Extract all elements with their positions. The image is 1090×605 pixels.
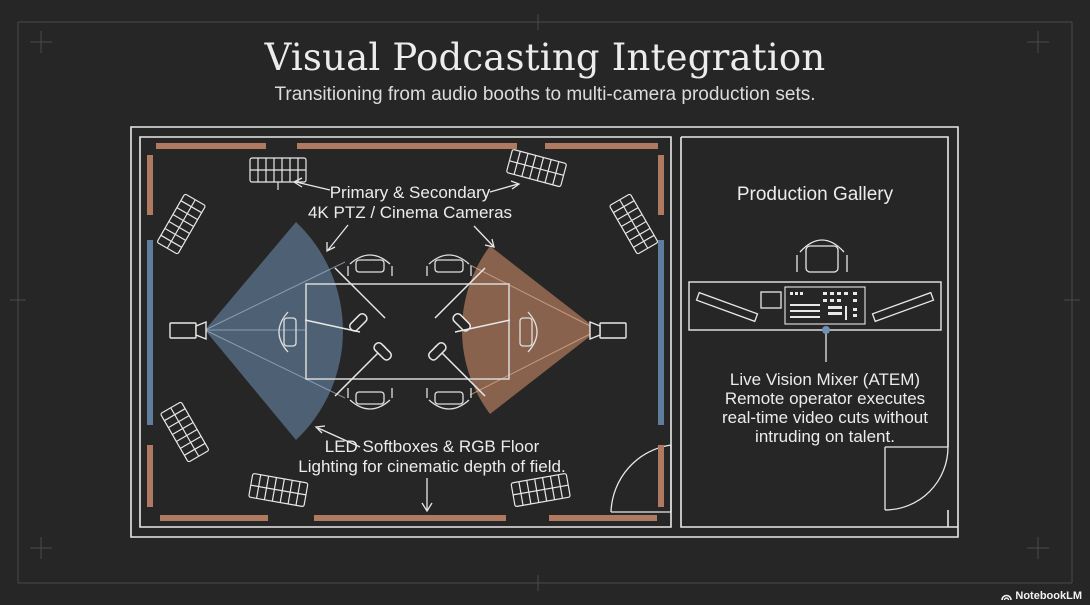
softbox-icon [157, 149, 658, 507]
mixer-label: Live Vision Mixer (ATEM) Remote operator… [700, 370, 950, 446]
mixer-console-icon [784, 286, 866, 325]
microphone-icon [304, 267, 511, 397]
left-camera-field-of-view [205, 222, 343, 440]
brand-name: NotebookLM [1015, 590, 1082, 602]
doors [610, 444, 949, 513]
page-subtitle: Transitioning from audio booths to multi… [274, 84, 816, 105]
mixer-label-line4: intruding on talent. [755, 427, 895, 446]
annotation-arrows [292, 177, 521, 513]
lighting-label-line2: Lighting for cinematic depth of field. [298, 457, 566, 476]
cameras-label-line1: Primary & Secondary [329, 183, 491, 202]
frame-guides [10, 14, 1080, 591]
acoustic-panels [147, 143, 664, 521]
mixer-label-line3: real-time video cuts without [722, 408, 928, 427]
camera-icon [589, 320, 627, 341]
mixer-label-line2: Remote operator executes [724, 389, 926, 408]
mixer-callout-dot [822, 326, 830, 334]
podcast-table [305, 283, 510, 380]
softbox-icon [249, 157, 307, 190]
page-title: Visual Podcasting Integration [264, 36, 826, 79]
brand-watermark: NotebookLM [1001, 590, 1082, 602]
cameras-label-line2: 4K PTZ / Cinema Cameras [307, 203, 513, 222]
monitor-icon [695, 291, 935, 323]
gallery-heading: Production Gallery [736, 184, 894, 205]
operator-desk [688, 281, 942, 331]
cameras-label: Primary & Secondary 4K PTZ / Cinema Came… [300, 183, 520, 223]
lighting-label-line1: LED Softboxes & RGB Floor [324, 437, 540, 456]
chair-icon [278, 254, 538, 410]
lighting-label: LED Softboxes & RGB Floor Lighting for c… [292, 437, 572, 477]
chair-icon [796, 239, 848, 273]
studio-walls [130, 126, 959, 538]
mixer-label-line1: Live Vision Mixer (ATEM) [729, 370, 921, 389]
brand-logo-icon [1001, 594, 1013, 600]
camera-icon [169, 320, 207, 341]
right-camera-field-of-view [462, 246, 598, 414]
